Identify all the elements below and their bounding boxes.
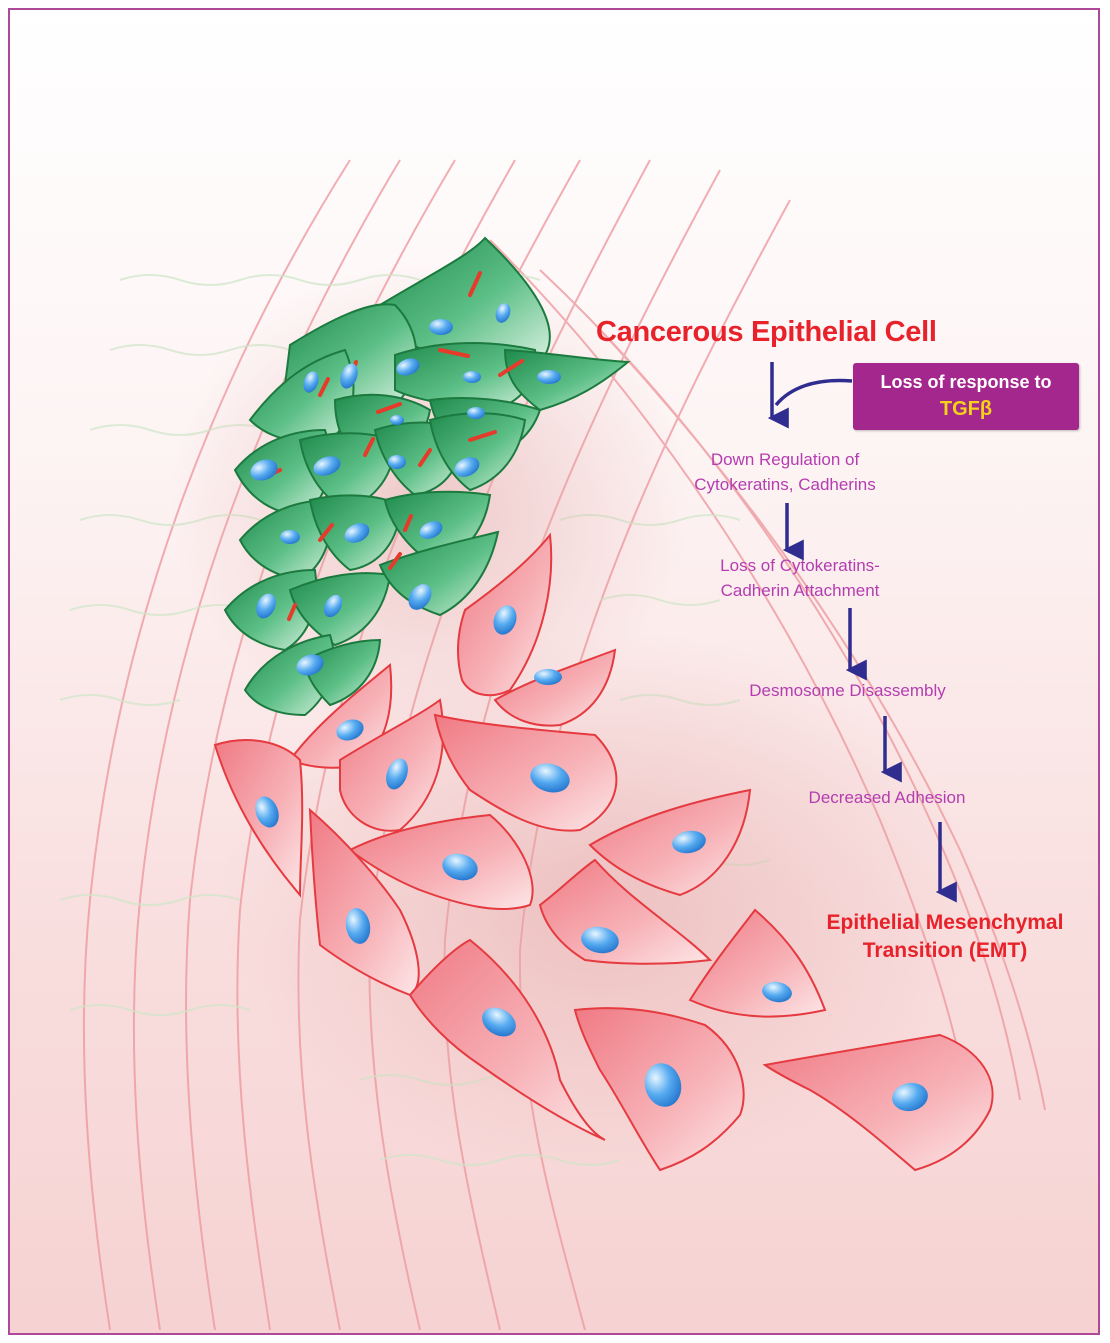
step-text: Loss of Cytokeratins- <box>690 553 910 578</box>
step-text: Desmosome Disassembly <box>720 678 975 703</box>
outcome-label: Epithelial Mesenchymal Transition (EMT) <box>800 909 1090 965</box>
step-attachment-loss: Loss of Cytokeratins- Cadherin Attachmen… <box>690 553 910 603</box>
step-adhesion: Decreased Adhesion <box>782 785 992 810</box>
arrow-trigger-to-flow <box>776 380 852 405</box>
step-desmosome: Desmosome Disassembly <box>720 678 975 703</box>
step-text: Cadherin Attachment <box>690 578 910 603</box>
step-downregulation: Down Regulation of Cytokeratins, Cadheri… <box>680 447 890 497</box>
step-text: Decreased Adhesion <box>782 785 992 810</box>
outcome-text: Epithelial Mesenchymal <box>800 909 1090 937</box>
trigger-box: Loss of response to TGFβ <box>853 363 1079 430</box>
diagram-title: Cancerous Epithelial Cell <box>596 316 937 349</box>
step-text: Down Regulation of <box>680 447 890 472</box>
trigger-factor: TGFβ <box>853 398 1079 421</box>
trigger-text: Loss of response to <box>853 372 1079 393</box>
outcome-text: Transition (EMT) <box>800 937 1090 965</box>
step-text: Cytokeratins, Cadherins <box>680 472 890 497</box>
